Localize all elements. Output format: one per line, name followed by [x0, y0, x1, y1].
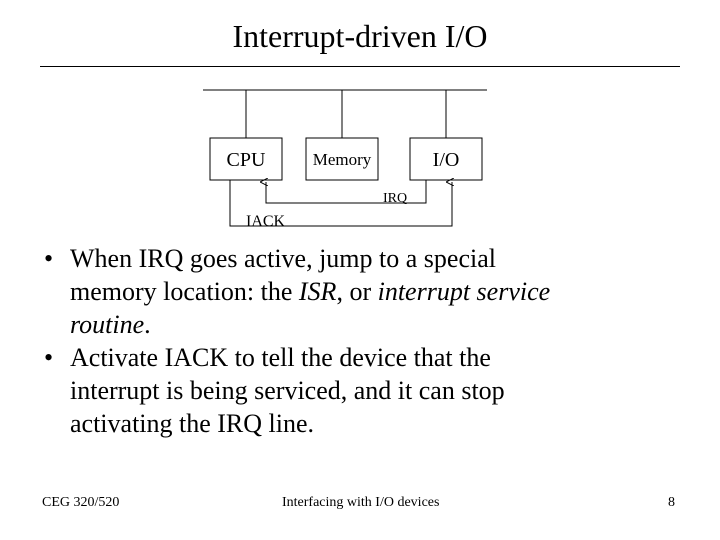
bullet-line: When IRQ goes active, jump to a special [70, 244, 496, 273]
iack-label: IACK [246, 213, 286, 230]
memory-box [305, 137, 379, 181]
bullet-line: activating the IRQ line. [70, 409, 315, 438]
io-label: I/O [433, 149, 460, 171]
bullet-line: interrupt is being serviced, and it can … [70, 376, 505, 405]
bullet-dot: • [44, 244, 54, 273]
page-number: 8 [668, 495, 675, 510]
cpu-box [209, 137, 283, 181]
footer-course: CEG 320/520 [42, 495, 120, 510]
cpu-label: CPU [227, 149, 266, 171]
slide-title: Interrupt-driven I/O [232, 18, 488, 54]
bullet-list: • When IRQ goes active, jump to a specia… [44, 242, 694, 440]
bullet-line: memory location: the ISR, or interrupt s… [70, 277, 551, 306]
memory-label: Memory [313, 150, 372, 169]
bullet-item: • Activate IACK to tell the device that … [44, 341, 694, 440]
title-divider [40, 66, 680, 67]
footer-topic: Interfacing with I/O devices [282, 495, 440, 510]
bullet-line: Activate IACK to tell the device that th… [70, 343, 491, 372]
bullet-dot: • [44, 343, 54, 372]
iack-line [229, 180, 452, 227]
irq-label: IRQ [383, 191, 407, 206]
bullet-item: • When IRQ goes active, jump to a specia… [44, 242, 694, 341]
irq-line [266, 180, 427, 204]
bullet-line: routine. [70, 310, 151, 339]
